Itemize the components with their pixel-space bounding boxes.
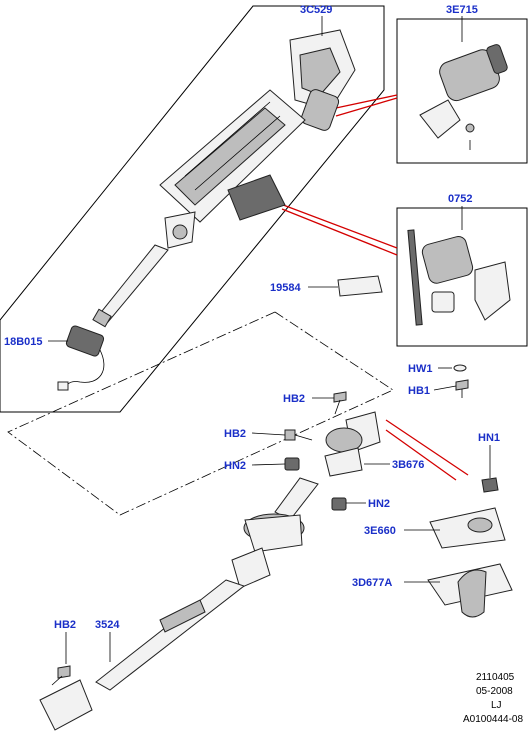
label-0752[interactable]: 0752 (448, 193, 472, 205)
bolt-hb2-bottom-drawing (51, 665, 71, 686)
label-3e660[interactable]: 3E660 (364, 525, 396, 537)
plate-drawing (429, 507, 506, 549)
label-3d677a[interactable]: 3D677A (352, 577, 392, 589)
bolt-hb2-top-drawing (333, 391, 347, 415)
footer-line-2: 05-2008 (476, 686, 513, 697)
label-3b676[interactable]: 3B676 (392, 459, 424, 471)
footer-line-3: LJ (491, 700, 502, 711)
label-hn1[interactable]: HN1 (478, 432, 500, 444)
intermediate-shaft-drawing (39, 477, 319, 731)
steering-column-drawing (92, 29, 356, 328)
motor-drawing (419, 44, 508, 150)
sensor-harness-drawing (57, 325, 105, 391)
label-hb2-bottom[interactable]: HB2 (54, 619, 76, 631)
label-18b015[interactable]: 18B015 (4, 336, 43, 348)
bolt-hb1-drawing (455, 379, 469, 398)
label-hb2-top[interactable]: HB2 (283, 393, 305, 405)
label-3524[interactable]: 3524 (95, 619, 120, 631)
column-assembly-frame (0, 5, 385, 413)
label-hb2-mid[interactable]: HB2 (224, 428, 246, 440)
label-3c529[interactable]: 3C529 (300, 4, 332, 16)
coupling-drawing (324, 411, 381, 477)
nut-hn1-drawing (481, 477, 499, 493)
leader-lines (48, 16, 491, 664)
pad-drawing (337, 275, 383, 297)
lower-assembly-frame (7, 311, 394, 516)
bolt-hb2-mid-drawing (284, 429, 313, 441)
module-callout-lines (269, 199, 398, 256)
footer-line-4: A0100444-08 (463, 714, 523, 725)
nut-hn2-left-drawing (284, 457, 300, 471)
label-hn2-right[interactable]: HN2 (368, 498, 390, 510)
washer-drawing (453, 364, 467, 372)
nut-hn2-right-drawing (331, 497, 347, 511)
boot-callout-lines (385, 419, 469, 481)
module-drawing (407, 229, 511, 326)
label-hn2-left[interactable]: HN2 (224, 460, 246, 472)
motor-callout-lines (335, 94, 398, 117)
label-19584[interactable]: 19584 (270, 282, 301, 294)
label-hw1[interactable]: HW1 (408, 363, 432, 375)
boot-drawing (427, 563, 513, 618)
label-3e715[interactable]: 3E715 (446, 4, 478, 16)
footer-line-1: 2110405 (476, 672, 515, 683)
label-hb1[interactable]: HB1 (408, 385, 430, 397)
